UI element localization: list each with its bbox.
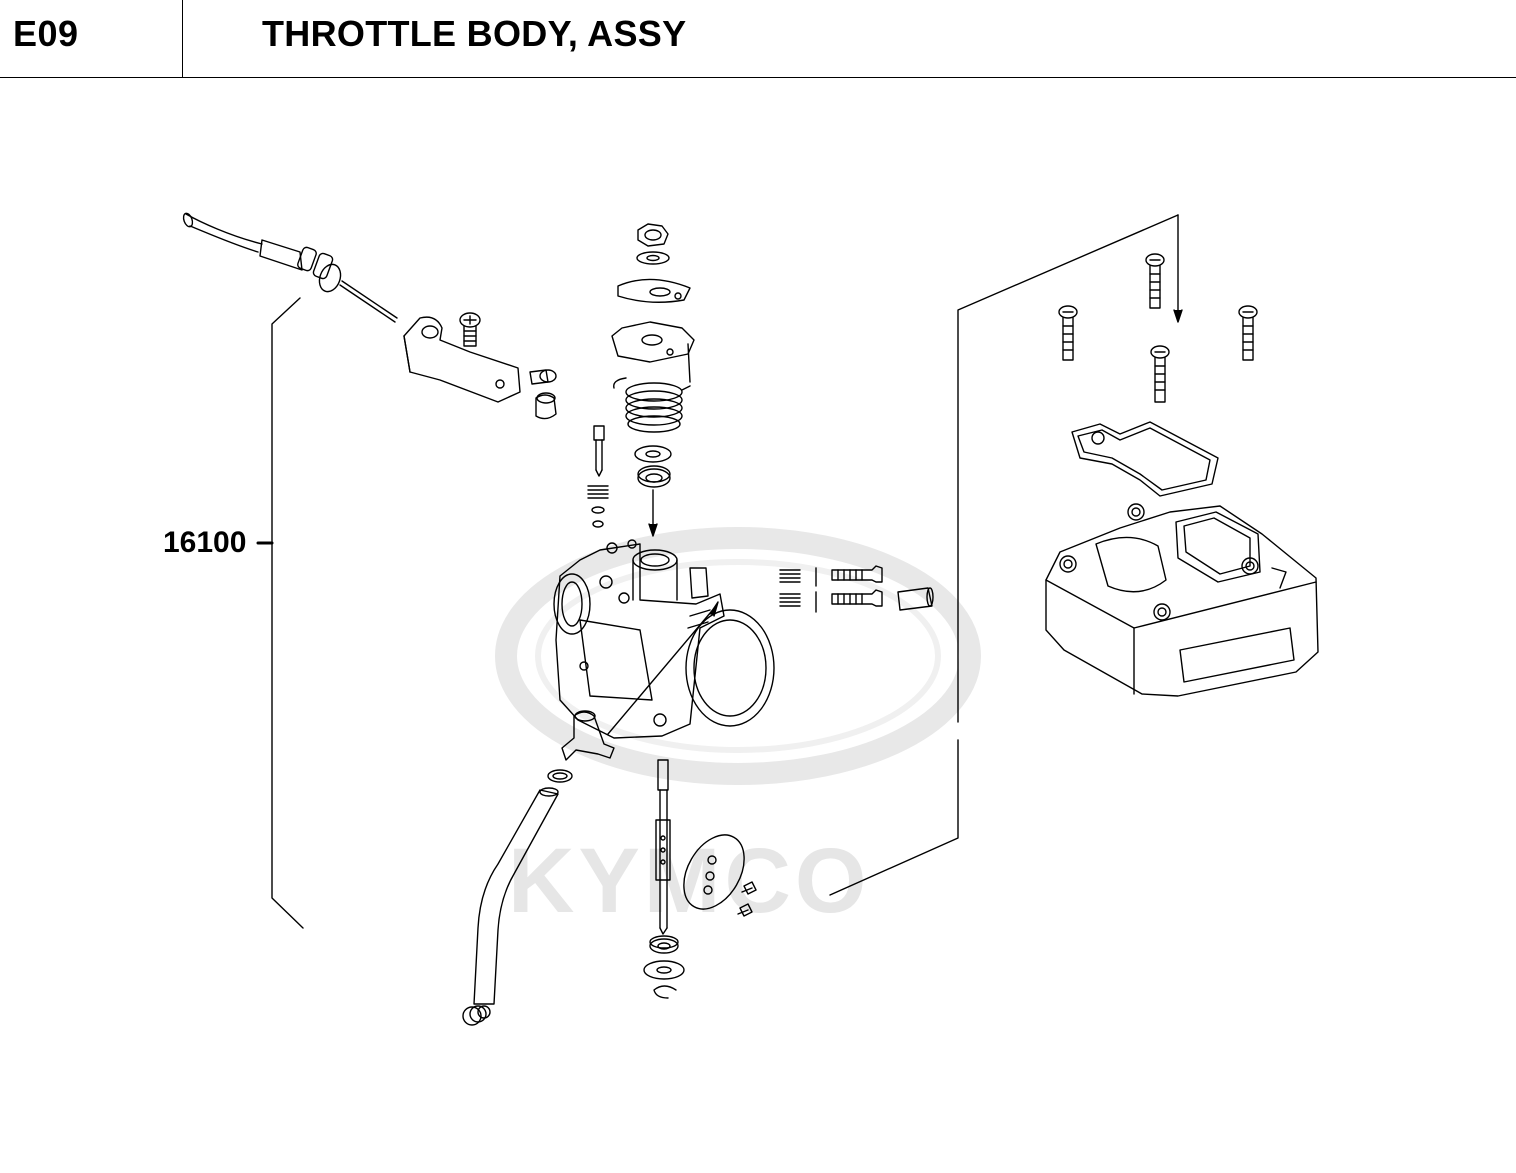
idle-screw-part xyxy=(529,369,557,420)
throttle-shaft-part xyxy=(655,759,671,935)
throttle-cable-part xyxy=(182,212,398,323)
cover-gasket-part xyxy=(1071,421,1219,497)
hose-fitting-part xyxy=(561,710,615,761)
throttle-plate-part xyxy=(683,834,745,910)
top-nut-part xyxy=(636,223,670,265)
bracket-screw-part xyxy=(459,312,481,347)
cover-screw-2-part xyxy=(1145,253,1165,309)
fitting-leader-arrow xyxy=(607,601,719,735)
shaft-washer-part xyxy=(643,960,685,980)
sensor-cover-part xyxy=(1045,503,1319,697)
cover-screw-1-part xyxy=(1058,305,1078,361)
idle-needle-part xyxy=(587,425,609,528)
kymco-watermark: KYMCO xyxy=(495,527,981,932)
rubber-cap-part xyxy=(897,587,934,611)
header-divider xyxy=(182,0,183,78)
assembly-bracket-right xyxy=(829,214,1183,896)
page-title: THROTTLE BODY, ASSY xyxy=(262,13,687,54)
watermark-text: KYMCO xyxy=(508,830,870,932)
part-number-callout: 16100 xyxy=(163,526,247,559)
shaft-seal-part xyxy=(649,935,679,954)
throttle-body-part xyxy=(553,539,775,739)
pilot-screw-upper-part xyxy=(779,565,883,587)
hose-clip-upper-part xyxy=(547,769,573,783)
return-spring-part xyxy=(613,377,691,433)
throttle-lever-part xyxy=(617,278,691,303)
hose-clip-lower-part xyxy=(462,1005,491,1026)
washer-part xyxy=(634,445,672,463)
cover-screw-4-part xyxy=(1150,345,1170,403)
plate-screw-upper-part xyxy=(741,881,757,895)
seal-part xyxy=(637,465,671,488)
plate-screw-lower-part xyxy=(737,903,753,917)
section-code: E09 xyxy=(13,13,79,54)
cable-bracket-part xyxy=(403,316,521,403)
cover-screw-3-part xyxy=(1238,305,1258,361)
assembly-bracket-left xyxy=(256,297,304,929)
page-header: E09 THROTTLE BODY, ASSY xyxy=(0,0,1516,78)
vacuum-hose-part xyxy=(473,787,559,1005)
pilot-screw-lower-part xyxy=(779,589,883,613)
e-clip-part xyxy=(653,985,677,999)
assembly-arrow-down xyxy=(648,489,658,537)
throttle-drum-part xyxy=(611,321,695,383)
